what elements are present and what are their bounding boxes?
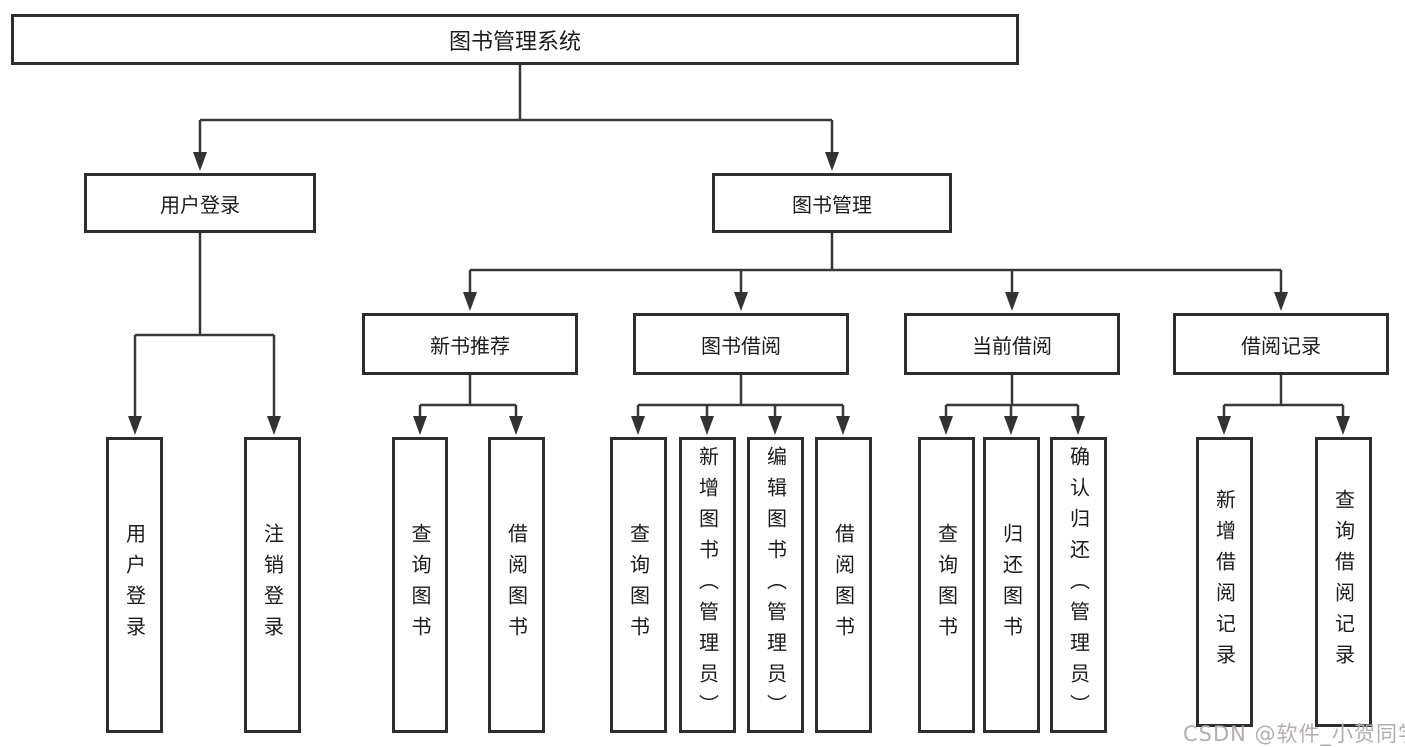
node-borrowing-records: 借阅记录 xyxy=(1173,313,1389,375)
leaf-bb-edit-books-admin-label: 编辑图书（管理员） xyxy=(763,445,788,725)
node-book-borrowing-label: 图书借阅 xyxy=(701,333,781,358)
node-user-login-label: 用户登录 xyxy=(160,192,240,217)
leaf-cb-query-books-label: 查询图书 xyxy=(934,523,959,647)
leaf-bb-borrow-books: 借阅图书 xyxy=(815,437,872,733)
leaf-user-login-label: 用户登录 xyxy=(122,523,147,647)
leaf-br-add-record-label: 新增借阅记录 xyxy=(1212,489,1237,675)
node-root: 图书管理系统 xyxy=(11,14,1019,65)
leaf-bb-query-books: 查询图书 xyxy=(610,437,667,733)
leaf-nbr-query-books: 查询图书 xyxy=(392,437,448,733)
leaf-cb-query-books: 查询图书 xyxy=(918,437,975,733)
leaf-br-add-record: 新增借阅记录 xyxy=(1196,437,1253,727)
leaf-bb-add-books-admin-label: 新增图书（管理员） xyxy=(695,445,720,725)
leaf-user-login: 用户登录 xyxy=(106,437,163,733)
watermark: CSDN @软件_小贺同学 xyxy=(1183,722,1405,746)
node-current-borrowing-label: 当前借阅 xyxy=(972,333,1052,358)
leaf-bb-add-books-admin: 新增图书（管理员） xyxy=(679,437,736,733)
leaf-logout: 注销登录 xyxy=(244,437,301,733)
node-root-label: 图书管理系统 xyxy=(448,29,581,55)
leaf-bb-borrow-books-label: 借阅图书 xyxy=(831,523,856,647)
leaf-cb-confirm-return-admin-label: 确认归还（管理员） xyxy=(1066,445,1091,725)
node-book-management-label: 图书管理 xyxy=(792,192,872,217)
node-book-management: 图书管理 xyxy=(712,173,952,233)
leaf-nbr-borrow-books: 借阅图书 xyxy=(488,437,545,733)
leaf-bb-query-books-label: 查询图书 xyxy=(626,523,651,647)
leaf-logout-label: 注销登录 xyxy=(260,523,285,647)
node-current-borrowing: 当前借阅 xyxy=(904,313,1120,375)
leaf-nbr-query-books-label: 查询图书 xyxy=(408,523,432,647)
leaf-br-query-record-label: 查询借阅记录 xyxy=(1331,489,1356,675)
node-new-book-recommend: 新书推荐 xyxy=(362,313,578,375)
leaf-cb-confirm-return-admin: 确认归还（管理员） xyxy=(1050,437,1107,733)
leaf-br-query-record: 查询借阅记录 xyxy=(1315,437,1372,727)
node-borrowing-records-label: 借阅记录 xyxy=(1241,333,1321,358)
leaf-cb-return-books-label: 归还图书 xyxy=(999,523,1024,647)
node-book-borrowing: 图书借阅 xyxy=(633,313,849,375)
leaf-cb-return-books: 归还图书 xyxy=(983,437,1040,733)
node-new-book-recommend-label: 新书推荐 xyxy=(430,333,510,358)
node-user-login: 用户登录 xyxy=(84,173,316,233)
leaf-bb-edit-books-admin: 编辑图书（管理员） xyxy=(747,437,804,733)
leaf-nbr-borrow-books-label: 借阅图书 xyxy=(504,523,529,647)
